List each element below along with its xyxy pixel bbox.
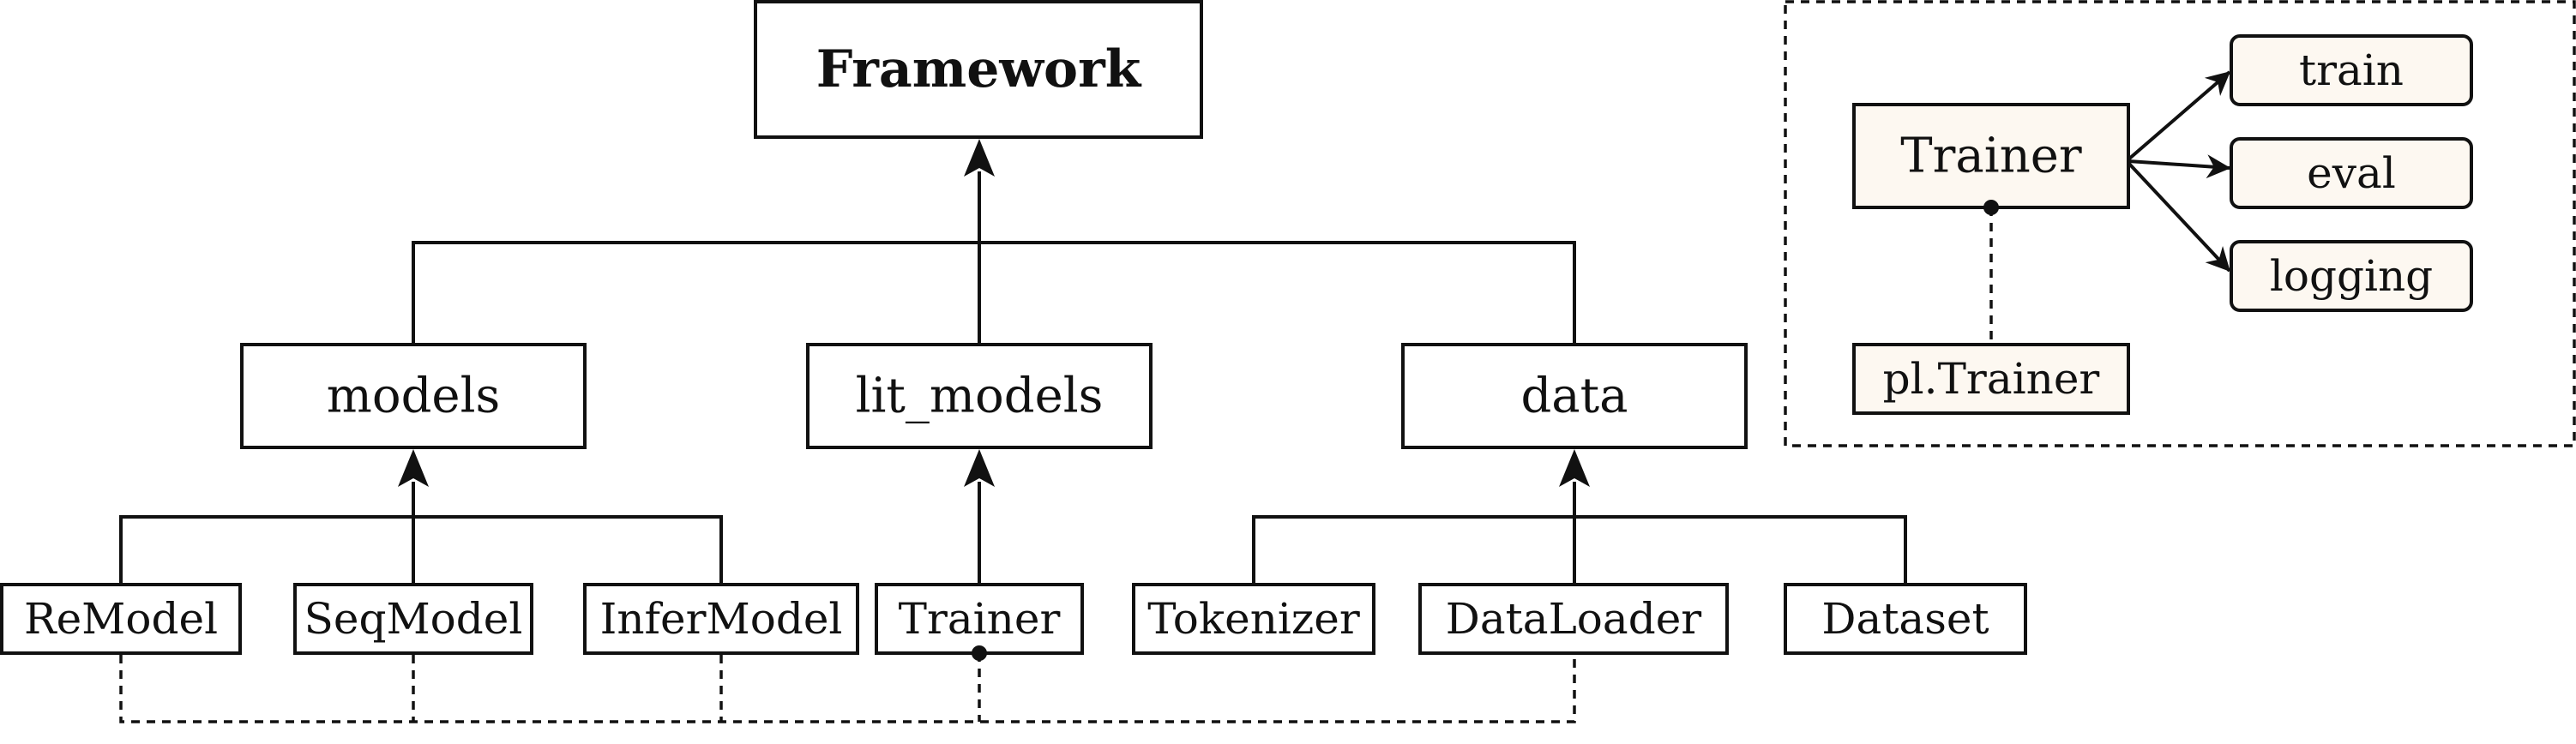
model-classes-connector: [119, 515, 723, 585]
dependency-bus: [119, 655, 1576, 723]
seqmodel-box: [293, 583, 533, 655]
logging-box: [2230, 240, 2473, 312]
dataset-label: Dataset: [1821, 594, 1989, 644]
models-box: [240, 343, 587, 449]
inset-dependency-dot: [1983, 200, 1999, 215]
data-box: [1401, 343, 1748, 449]
inset-trainer-box: [1852, 103, 2130, 209]
trainer-to-logging-arrow: [2127, 161, 2231, 273]
inset-frame: [1784, 0, 2576, 447]
trainer-label: Trainer: [899, 594, 1061, 644]
data-label: data: [1520, 369, 1628, 424]
modules-connector: [412, 241, 1576, 345]
lit-models-arrowhead: [964, 449, 995, 487]
pl-trainer-box: [1852, 343, 2130, 415]
trainer-to-eval-arrow: [2128, 154, 2231, 179]
models-arrowhead: [398, 449, 429, 487]
train-label: train: [2299, 45, 2404, 95]
data-classes-connector: [1252, 515, 1907, 585]
seqmodel-label: SeqModel: [304, 594, 523, 644]
lit-models-label: lit_models: [856, 369, 1104, 424]
trainer-to-train-arrow: [2127, 70, 2231, 161]
tokenizer-label: Tokenizer: [1147, 594, 1360, 644]
inset-trainer-label: Trainer: [1900, 129, 2082, 184]
train-box: [2230, 34, 2473, 106]
eval-box: [2230, 137, 2473, 209]
tokenizer-box: [1132, 583, 1375, 655]
infermodel-label: InferModel: [600, 594, 843, 644]
remodel-box: [0, 583, 242, 655]
data-arrowhead: [1559, 449, 1590, 487]
trainer-dependency-dot: [972, 645, 987, 661]
framework-box: [754, 0, 1203, 139]
pl-trainer-label: pl.Trainer: [1883, 354, 2100, 404]
framework-label: Framework: [816, 39, 1142, 99]
logging-label: logging: [2270, 251, 2433, 301]
framework-arrowhead: [964, 139, 995, 177]
trainer-box: [875, 583, 1084, 655]
infermodel-box: [583, 583, 859, 655]
dataset-box: [1784, 583, 2027, 655]
dataloader-box: [1418, 583, 1729, 655]
eval-label: eval: [2307, 148, 2396, 198]
models-label: models: [327, 369, 500, 424]
remodel-label: ReModel: [24, 594, 218, 644]
dataloader-label: DataLoader: [1446, 594, 1702, 644]
